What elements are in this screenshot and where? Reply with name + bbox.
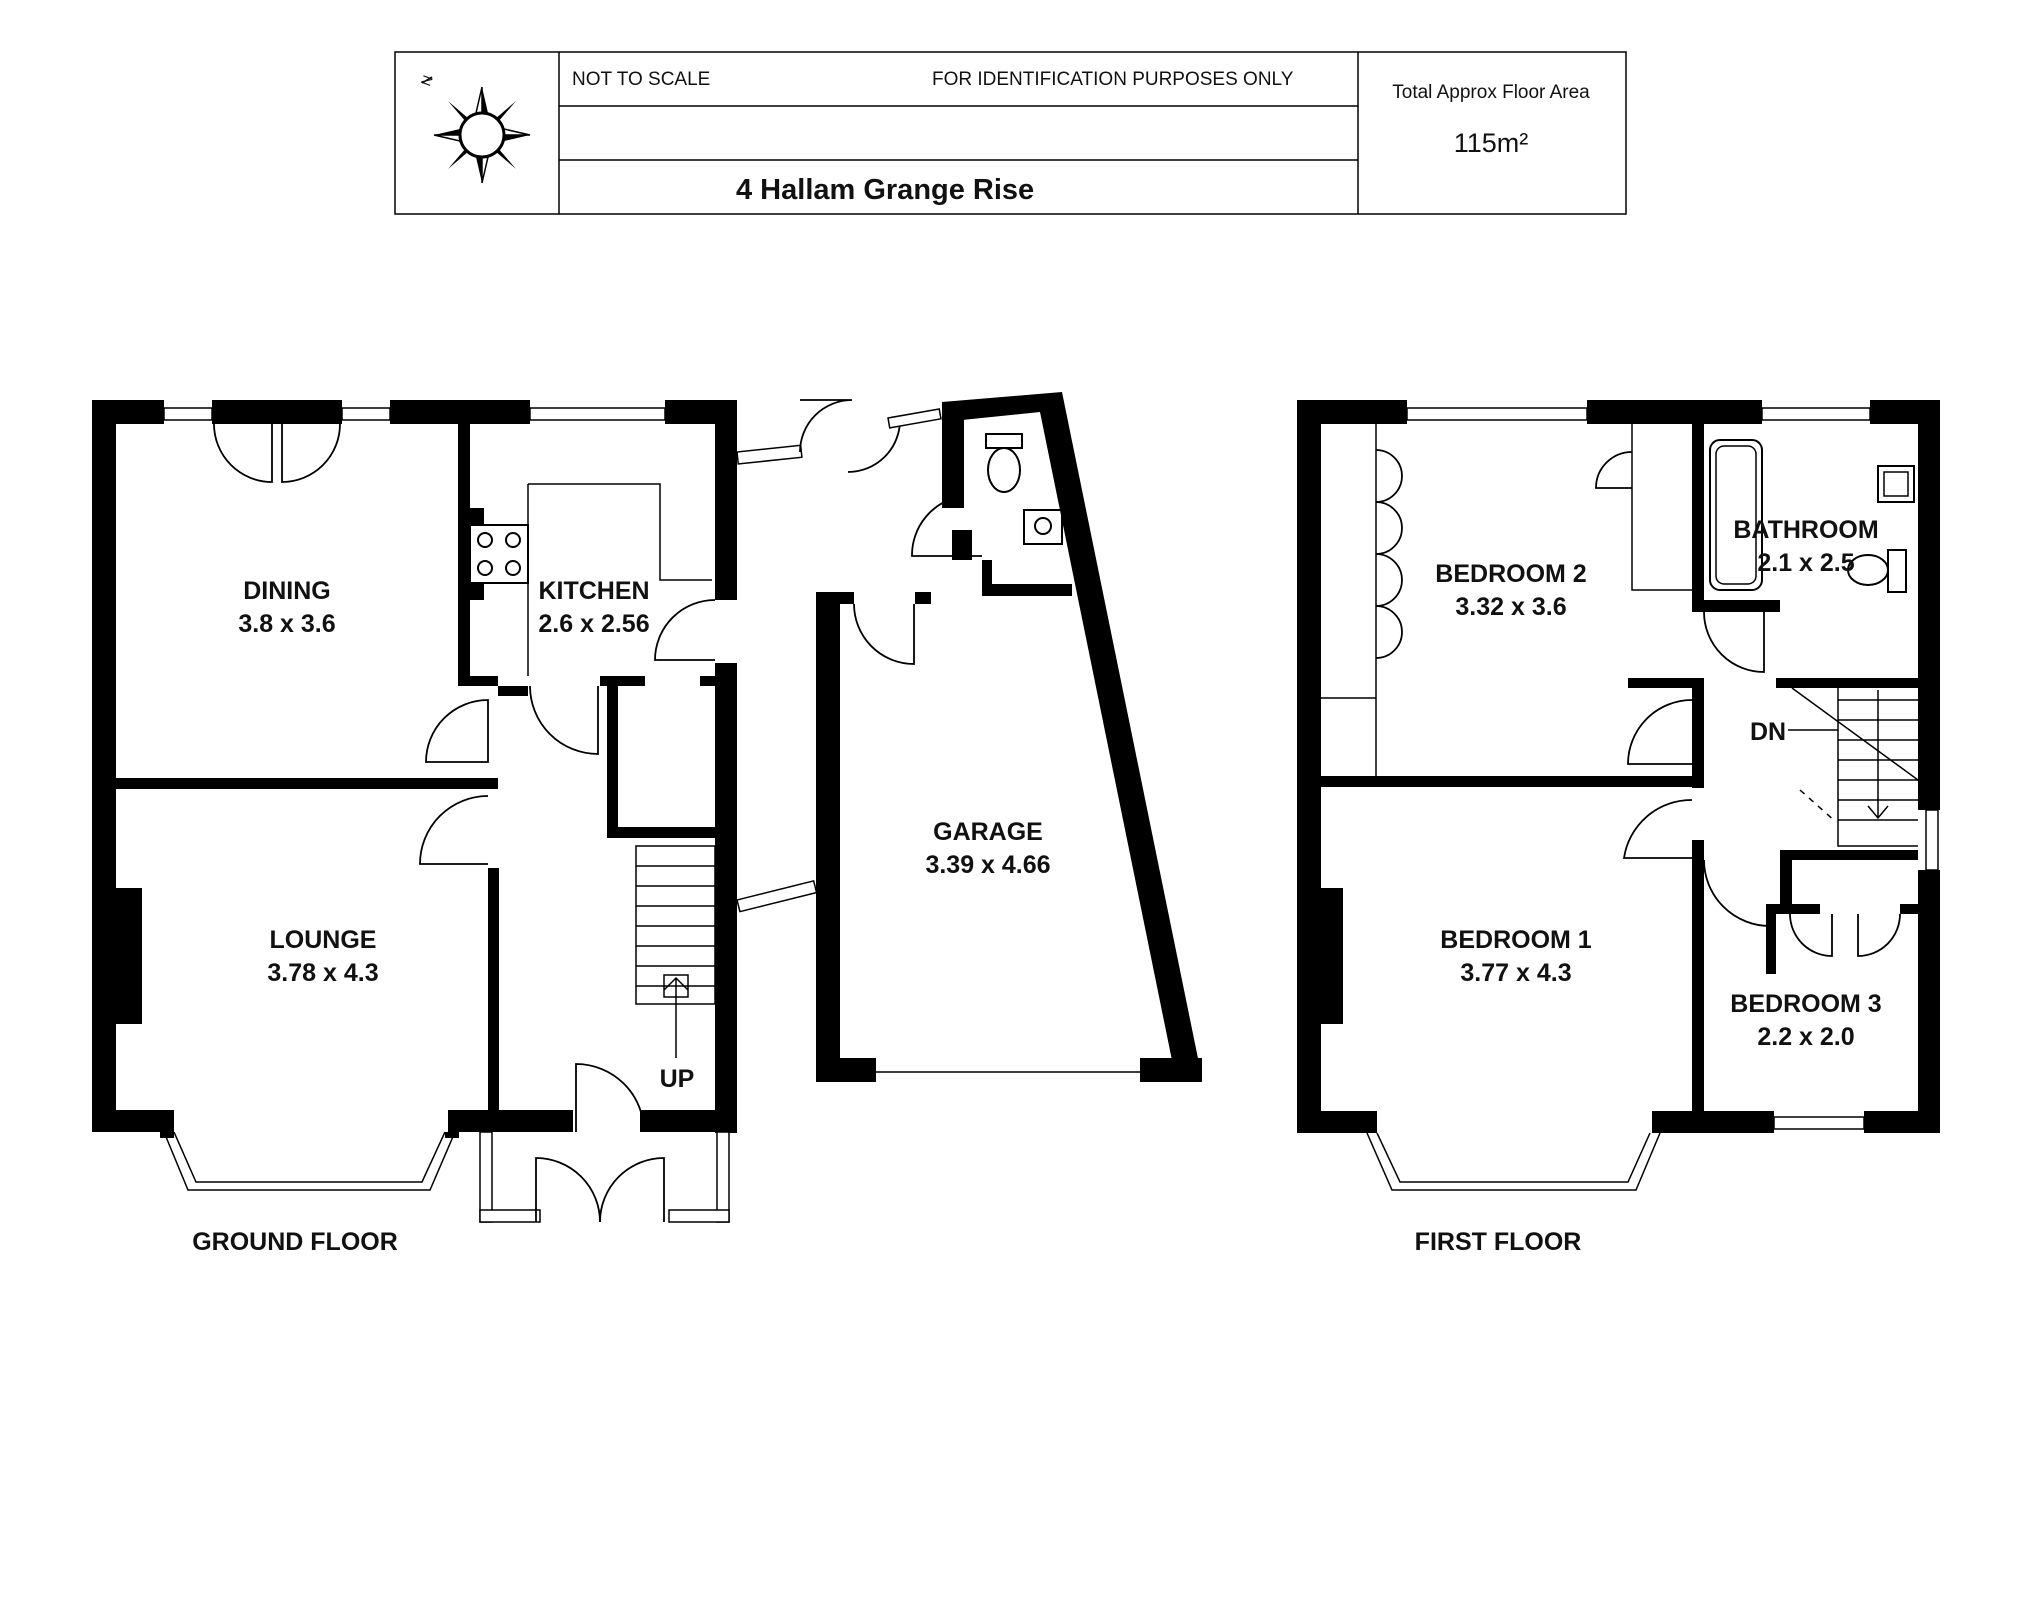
- lounge-size: 3.78 x 4.3: [267, 959, 378, 987]
- ground-stairs-label: UP: [660, 1065, 695, 1093]
- compass-rose-icon: N: [417, 73, 531, 184]
- first-floor-plan: DN BEDROOM 2 3.32 x 3.6 BATHROOM 2.1 x 2…: [1297, 400, 1940, 1256]
- ground-floor-title: GROUND FLOOR: [192, 1228, 398, 1256]
- bedroom-3-label: BEDROOM 3: [1730, 990, 1881, 1018]
- bedroom-1-size: 3.77 x 4.3: [1460, 959, 1571, 987]
- garage-size: 3.39 x 4.66: [925, 851, 1050, 879]
- bedroom-2-size: 3.32 x 3.6: [1455, 593, 1566, 621]
- first-stairs-label: DN: [1750, 718, 1786, 746]
- total-area-label: Total Approx Floor Area: [1392, 82, 1590, 103]
- address-title: 4 Hallam Grange Rise: [736, 174, 1034, 206]
- garage-label: GARAGE: [933, 818, 1043, 846]
- bedroom-1-label: BEDROOM 1: [1440, 926, 1592, 954]
- lounge-label: LOUNGE: [270, 926, 377, 954]
- bedroom-3-size: 2.2 x 2.0: [1757, 1023, 1854, 1051]
- identification-text: FOR IDENTIFICATION PURPOSES ONLY: [932, 69, 1294, 90]
- dining-size: 3.8 x 3.6: [238, 610, 335, 638]
- dining-label: DINING: [243, 577, 331, 605]
- kitchen-size: 2.6 x 2.56: [538, 610, 649, 638]
- first-floor-title: FIRST FLOOR: [1415, 1228, 1582, 1256]
- not-to-scale-text: NOT TO SCALE: [572, 69, 710, 90]
- total-area-value: 115m²: [1454, 128, 1529, 158]
- bedroom-2-label: BEDROOM 2: [1435, 560, 1586, 588]
- title-block: NOT TO SCALE FOR IDENTIFICATION PURPOSES…: [394, 51, 1627, 215]
- bathroom-label: BATHROOM: [1733, 516, 1878, 544]
- ground-floor-plan: UP: [92, 392, 1202, 1256]
- bathroom-size: 2.1 x 2.5: [1757, 549, 1854, 577]
- kitchen-label: KITCHEN: [538, 577, 649, 605]
